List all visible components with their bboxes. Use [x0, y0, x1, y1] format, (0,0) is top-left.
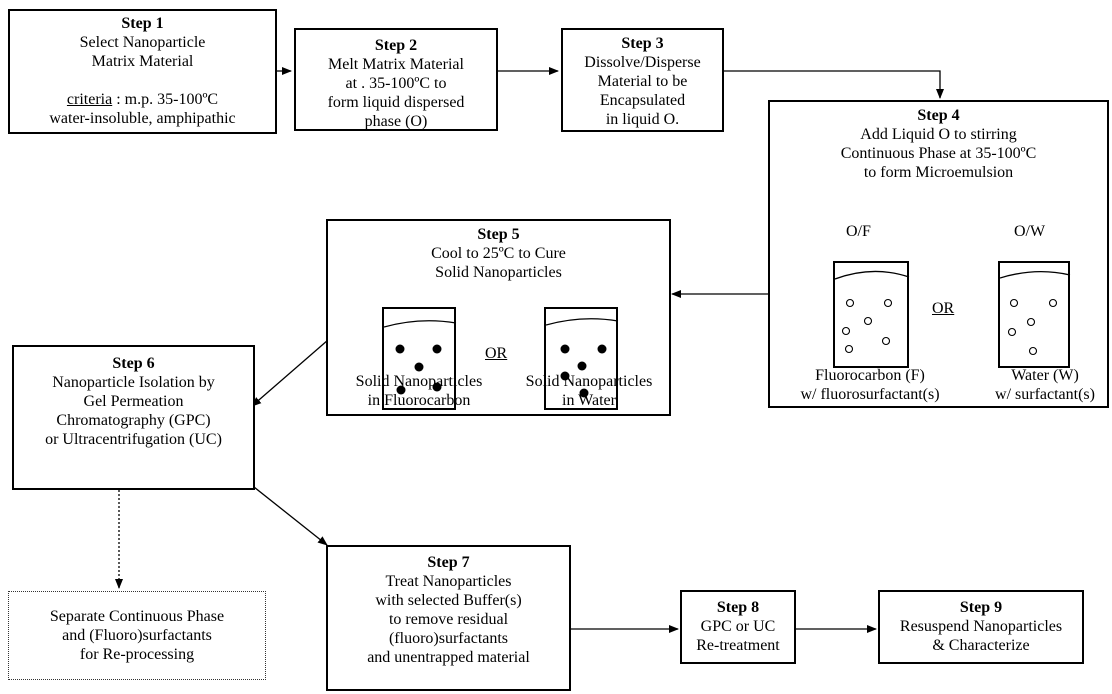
step4-left-caption: Fluorocarbon (F) w/ fluorosurfactant(s) — [770, 366, 970, 404]
step2-box: Step 2 Melt Matrix Material at . 35-100º… — [294, 28, 498, 131]
step6-line: Nanoparticle Isolation by — [52, 374, 215, 391]
criteria-value: : m.p. 35-100ºC — [112, 91, 219, 108]
nanoparticle — [414, 362, 424, 372]
step4-or: OR — [932, 300, 955, 317]
step2-line: at . 35-100ºC to — [345, 75, 447, 92]
step7-line: Treat Nanoparticles — [385, 573, 512, 590]
separate-line: Separate Continuous Phase — [49, 608, 225, 625]
nanoparticle — [560, 344, 570, 354]
droplet — [845, 298, 855, 308]
step7-line: to remove residual — [388, 611, 509, 628]
caption-line: Solid Nanoparticles — [525, 373, 653, 390]
caption-line: Fluorocarbon (F) — [815, 367, 925, 384]
caption-line: Water (W) — [1011, 367, 1079, 384]
step8-box: Step 8 GPC or UC Re-treatment — [680, 590, 796, 664]
step6-line: or Ultracentrifugation (UC) — [45, 431, 222, 448]
droplet — [841, 326, 851, 336]
step3-line: Dissolve/Disperse — [584, 54, 701, 71]
step5-title: Step 5 — [477, 226, 520, 243]
step4-label-of: O/F — [846, 223, 871, 240]
nanoparticle — [395, 344, 405, 354]
step5-left-caption: Solid Nanoparticles in Fluorocarbon — [330, 372, 508, 410]
caption-line: in Water — [562, 392, 616, 409]
caption-line: w/ surfactant(s) — [995, 386, 1095, 403]
step6-line: Chromatography (GPC) — [56, 412, 211, 429]
arrow-step3-step4 — [722, 70, 944, 99]
droplet — [1009, 298, 1019, 308]
step4-right-caption: Water (W) w/ surfactant(s) — [982, 366, 1108, 404]
droplet — [883, 298, 893, 308]
step8-title: Step 8 — [716, 599, 760, 616]
droplet — [1007, 327, 1017, 337]
beaker-solid-fluorocarbon — [382, 307, 457, 410]
droplet — [1028, 346, 1038, 356]
step6-line: Gel Permeation — [83, 393, 184, 410]
nanoparticle — [560, 371, 570, 381]
caption-line: in Fluorocarbon — [367, 392, 471, 409]
step1-title: Step 1 — [121, 15, 164, 32]
nanoparticle — [432, 344, 442, 354]
step3-line: Material to be — [597, 73, 688, 90]
step9-line: & Characterize — [932, 637, 1030, 654]
separate-box: Separate Continuous Phase and (Fluoro)su… — [8, 591, 266, 680]
beaker-solid-water — [544, 307, 619, 410]
step7-line: with selected Buffer(s) — [375, 592, 522, 609]
caption-line: w/ fluorosurfactant(s) — [800, 386, 940, 403]
step3-title: Step 3 — [621, 35, 664, 52]
step1-criteria: criteria : m.p. 35-100ºC — [10, 90, 275, 109]
step4-label-ow: O/W — [1014, 223, 1046, 240]
step5-or: OR — [485, 345, 508, 362]
step1-line: Matrix Material — [91, 53, 194, 70]
step2-line: Melt Matrix Material — [328, 56, 464, 73]
step2-title: Step 2 — [374, 37, 418, 54]
step4-line: Continuous Phase at 35-100ºC — [840, 145, 1037, 162]
separate-line: for Re-processing — [79, 646, 195, 663]
step2-line: form liquid dispersed — [327, 94, 465, 111]
step3-box: Step 3 Dissolve/Disperse Material to be … — [561, 28, 724, 132]
arrow-step5-step6 — [251, 339, 329, 407]
droplet — [881, 336, 891, 346]
beaker-fluorocarbon-emulsion — [833, 261, 910, 368]
caption-line: Solid Nanoparticles — [355, 373, 483, 390]
step9-title: Step 9 — [959, 599, 1003, 616]
step7-title: Step 7 — [427, 554, 470, 571]
droplet — [844, 344, 854, 354]
step5-line: Solid Nanoparticles — [435, 264, 562, 281]
step1-box: Step 1 Select Nanoparticle Matrix Materi… — [8, 9, 277, 134]
separate-line: and (Fluoro)surfactants — [62, 627, 212, 644]
nanoparticle — [396, 385, 406, 395]
nanoparticle — [432, 382, 442, 392]
step5-line: Cool to 25ºC to Cure — [431, 245, 566, 262]
nanoparticle — [579, 388, 589, 398]
step7-line: and unentrapped material — [367, 649, 530, 666]
arrow-step6-step7 — [253, 486, 328, 546]
step8-line: GPC or UC — [700, 618, 776, 635]
beaker-water-emulsion — [998, 261, 1071, 368]
criteria-label: criteria — [66, 91, 113, 108]
nanoparticle — [577, 361, 587, 371]
step5-right-caption: Solid Nanoparticles in Water — [508, 372, 670, 410]
step4-line: to form Microemulsion — [863, 164, 1014, 181]
step1-criteria-line2: water-insoluble, amphipathic — [49, 110, 236, 127]
step4-line: Add Liquid O to stirring — [860, 126, 1017, 143]
step6-box: Step 6 Nanoparticle Isolation by Gel Per… — [12, 345, 255, 490]
step8-line: Re-treatment — [696, 637, 780, 654]
step9-box: Step 9 Resuspend Nanoparticles & Charact… — [878, 590, 1084, 664]
step7-box: Step 7 Treat Nanoparticles with selected… — [326, 545, 571, 691]
droplet — [1048, 298, 1058, 308]
step9-line: Resuspend Nanoparticles — [899, 618, 1063, 635]
droplet — [1026, 317, 1036, 327]
step7-line: (fluoro)surfactants — [388, 630, 509, 647]
step4-title: Step 4 — [917, 107, 960, 124]
step1-line: Select Nanoparticle — [79, 34, 206, 51]
step2-line: phase (O) — [364, 113, 428, 130]
step3-line: in liquid O. — [605, 111, 680, 128]
nanoparticle — [597, 344, 607, 354]
step3-line: Encapsulated — [599, 92, 686, 109]
droplet — [863, 316, 873, 326]
step6-title: Step 6 — [112, 355, 155, 372]
